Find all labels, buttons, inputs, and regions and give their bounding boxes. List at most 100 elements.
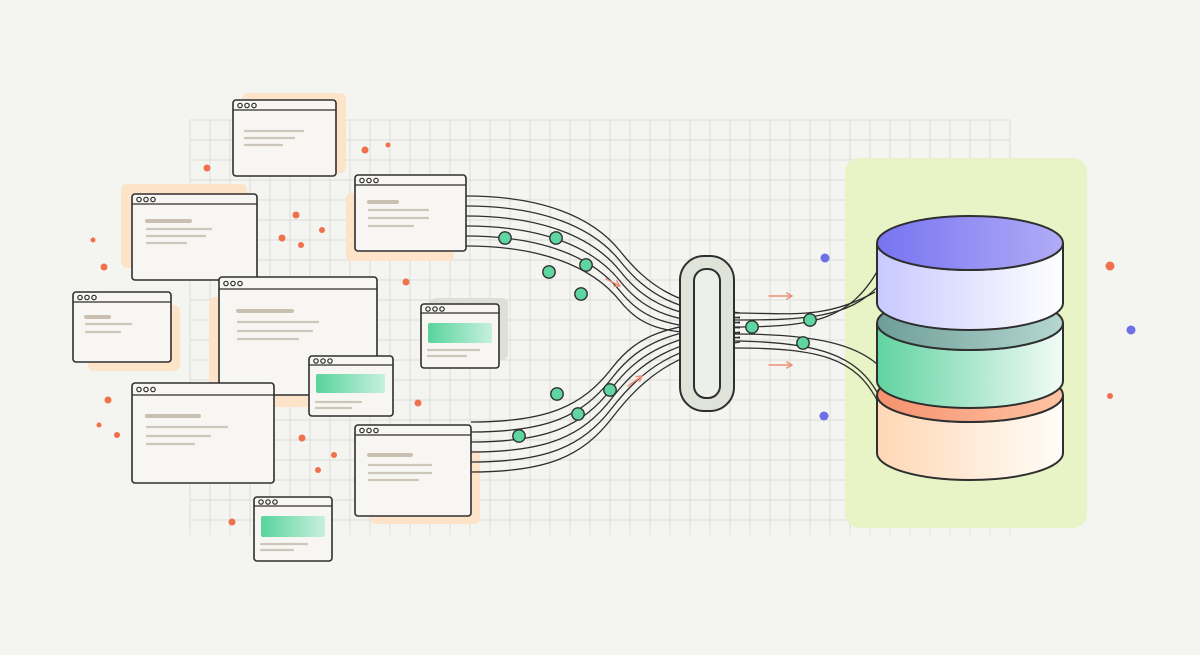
orange-dot [331, 452, 337, 458]
window-dot [359, 177, 365, 184]
window-accent-bar [428, 323, 492, 343]
window-frame [354, 424, 472, 517]
data-nodes [498, 231, 817, 443]
output-flow-line [733, 333, 878, 365]
output-flow-line [733, 291, 876, 315]
window-dot [373, 427, 379, 434]
window-dots-icon [425, 306, 445, 312]
source-windows [72, 93, 508, 562]
window-dot [320, 358, 326, 364]
source-window [253, 496, 333, 562]
orange-dot [361, 146, 369, 154]
arrow-head [786, 292, 793, 300]
window-dot [432, 306, 438, 312]
orange-dot [298, 434, 306, 442]
arrow-shaft [605, 278, 621, 287]
orange-dot [298, 242, 304, 248]
window-frame [72, 291, 172, 363]
arrow-icon [768, 361, 793, 369]
window-dot [150, 386, 156, 393]
window-dot [327, 358, 333, 364]
connector-gate [679, 255, 735, 412]
arrow-head [786, 361, 793, 369]
orange-dot [315, 467, 321, 473]
window-accent-bar [316, 374, 385, 393]
data-node [550, 387, 564, 401]
window-dot [272, 499, 278, 505]
window-frame [354, 174, 467, 252]
orange-dot [1105, 261, 1115, 271]
window-dots-icon [136, 386, 156, 393]
orange-dot [319, 227, 325, 233]
output-flow-line [733, 340, 878, 393]
data-node [512, 429, 526, 443]
output-flow-line [733, 269, 879, 328]
window-dot [136, 196, 142, 203]
window-dot [223, 280, 229, 287]
orange-dot [104, 396, 112, 404]
window-dot [230, 280, 236, 287]
window-dot [265, 499, 271, 505]
window-dot [425, 306, 431, 312]
orange-dot [402, 278, 410, 286]
arrow-head [613, 280, 621, 288]
window-dot [359, 427, 365, 434]
window-dots-icon [237, 102, 257, 109]
blue-dot [819, 411, 829, 421]
source-window [346, 174, 467, 261]
orange-dot [114, 432, 120, 438]
window-dot [150, 196, 156, 203]
data-node [579, 258, 593, 272]
source-window [308, 355, 394, 417]
source-window [131, 382, 275, 484]
window-dots-icon [313, 358, 333, 364]
data-node [498, 231, 512, 245]
window-dot [244, 102, 250, 109]
arrow-icon [768, 292, 793, 300]
window-dots-icon [136, 196, 156, 203]
database-stack [876, 215, 1064, 481]
window-dot [91, 294, 97, 301]
data-node [603, 383, 617, 397]
blue-dot [1126, 325, 1136, 335]
window-dot [251, 102, 257, 109]
data-node [803, 313, 817, 327]
window-dot [373, 177, 379, 184]
window-dot [136, 386, 142, 393]
data-node [796, 336, 810, 350]
flow-arrows [605, 278, 793, 387]
window-dot [84, 294, 90, 301]
window-dot [143, 386, 149, 393]
arrow-icon [627, 375, 643, 387]
data-node [574, 287, 588, 301]
orange-dot [278, 234, 286, 242]
window-dot [237, 102, 243, 109]
orange-dot [414, 399, 422, 407]
window-dots-icon [77, 294, 97, 301]
window-dot [313, 358, 319, 364]
blue-dot [820, 253, 830, 263]
database-top-cap [876, 215, 1064, 271]
source-window [354, 424, 480, 524]
window-frame [131, 382, 275, 484]
orange-dot [1107, 393, 1113, 399]
window-dot [143, 196, 149, 203]
window-dots-icon [359, 427, 379, 434]
arrow-shaft [627, 375, 643, 387]
output-flow-line [733, 347, 879, 403]
orange-dot [385, 142, 391, 148]
window-dot [366, 427, 372, 434]
data-node [542, 265, 556, 279]
data-node [571, 407, 585, 421]
window-dots-icon [359, 177, 379, 184]
window-dots-icon [258, 499, 278, 505]
window-dot [77, 294, 83, 301]
source-window [232, 93, 346, 177]
source-window [72, 291, 180, 371]
orange-dot [100, 263, 108, 271]
window-dot [366, 177, 372, 184]
orange-dot [292, 211, 300, 219]
orange-dot [228, 518, 236, 526]
data-node [745, 320, 759, 334]
